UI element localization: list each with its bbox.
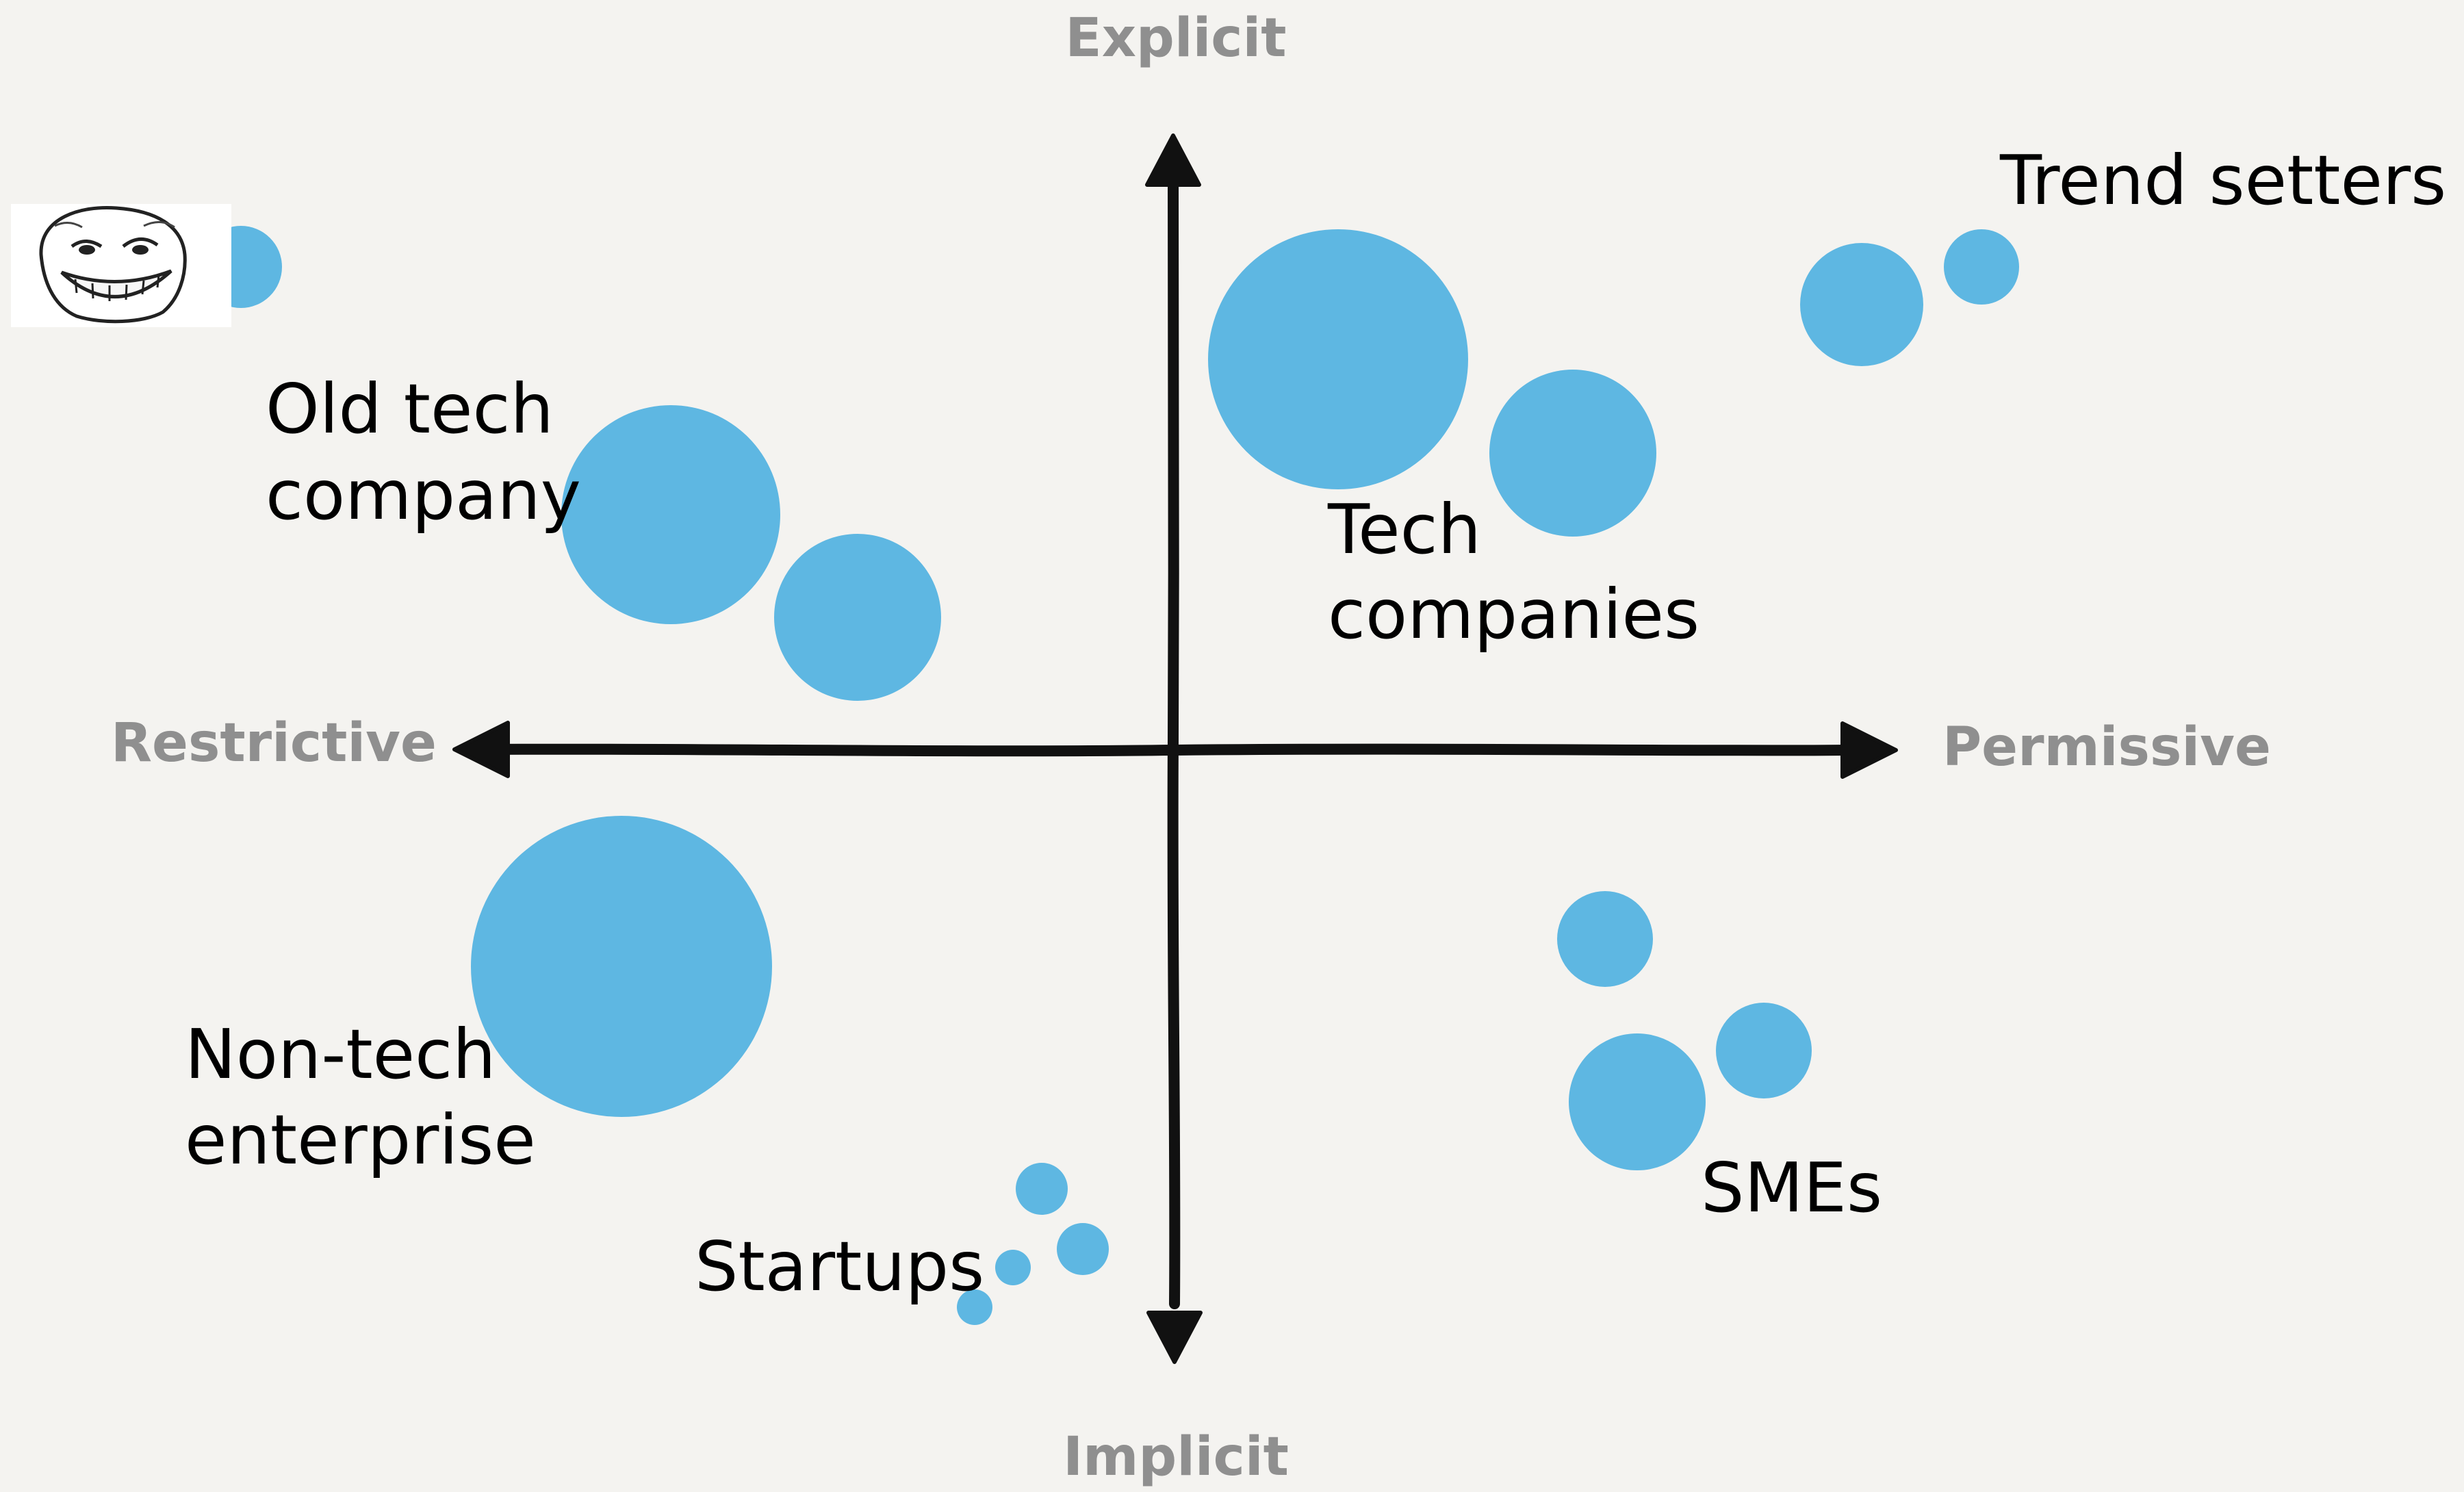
label-nontech-line2: enterprise	[185, 1100, 536, 1180]
arrow-right-icon	[1840, 721, 1898, 779]
arrow-down-icon	[1146, 1311, 1203, 1364]
axes	[452, 133, 1898, 1364]
bubble-startup-2	[1057, 1223, 1109, 1275]
label-old-tech-company: Old tech company	[266, 369, 581, 535]
bubble-sme-3	[1569, 1033, 1706, 1170]
label-nontech-line1: Non-tech	[185, 1014, 496, 1094]
bubble-startup-4	[957, 1289, 992, 1325]
axis-label-right: Permissive	[1942, 717, 2271, 778]
label-non-tech-enterprise: Non-tech enterprise	[185, 1014, 536, 1180]
bubbles	[200, 226, 2019, 1325]
label-tech-line1: Tech	[1327, 489, 1481, 569]
label-startups: Startups	[695, 1226, 984, 1307]
bubble-tech-1	[1208, 229, 1468, 489]
bubble-startup-1	[1016, 1163, 1068, 1215]
bubble-old-tech-1	[561, 405, 780, 624]
bubble-tech-2	[1489, 370, 1656, 537]
bubble-startup-3	[995, 1250, 1031, 1285]
axis-label-bottom: Implicit	[1063, 1426, 1289, 1488]
bubble-trend-1	[1800, 243, 1923, 366]
arrow-left-icon	[452, 721, 510, 778]
vertical-axis	[1167, 166, 1181, 1309]
label-smes: SMEs	[1701, 1148, 1882, 1228]
axis-label-left: Restrictive	[111, 712, 437, 774]
bubble-nontech	[471, 816, 772, 1117]
label-trend-setters: Trend setters	[1999, 140, 2446, 220]
horizontal-axis	[474, 743, 1853, 757]
bubble-sme-1	[1557, 891, 1653, 987]
bubble-sme-2	[1716, 1003, 1812, 1098]
label-old-tech-line2: company	[266, 455, 581, 535]
troll-face-icon	[11, 204, 231, 327]
label-tech-companies: Tech companies	[1327, 489, 1699, 654]
label-old-tech-line1: Old tech	[266, 369, 554, 449]
arrow-up-icon	[1145, 133, 1201, 187]
axis-label-top: Explicit	[1065, 8, 1286, 69]
bubble-old-tech-2	[774, 534, 941, 701]
bubble-trend-2	[1944, 229, 2019, 305]
label-tech-line2: companies	[1328, 574, 1699, 654]
